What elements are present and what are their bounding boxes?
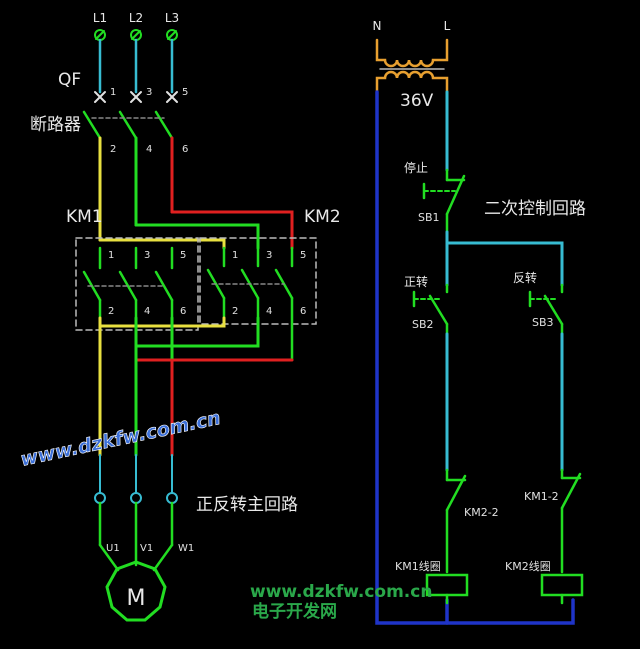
- km2-terminal-1: 1: [232, 250, 238, 261]
- watermark-url-left: www.dzkfw.com.cn: [18, 407, 222, 471]
- supply-line-label: L: [444, 19, 451, 33]
- km2-label: KM2: [304, 207, 341, 227]
- km1-coil-label: KM1线圈: [395, 559, 441, 573]
- reverse-button-sb3: [528, 283, 564, 336]
- km2-terminal-3: 3: [266, 250, 272, 261]
- sb1-id: SB1: [418, 211, 440, 224]
- km1-terminal-6: 6: [180, 306, 186, 317]
- km1-coil: [425, 573, 469, 597]
- breaker-terminal-4: 4: [146, 144, 152, 155]
- km2-terminal-6: 6: [300, 306, 306, 317]
- main-circuit: L1 L2 L3 QF 断路器 1 3 5: [30, 11, 341, 622]
- km1-terminal-5: 5: [180, 250, 186, 261]
- km1-terminal-3: 3: [144, 250, 150, 261]
- motor-terminal-v1: V1: [140, 543, 153, 554]
- control-bus-branch: [445, 241, 564, 287]
- stop-button-sb1: [422, 168, 466, 234]
- breaker-blade: [82, 110, 174, 140]
- motor-terminal-w1: W1: [178, 543, 194, 554]
- supply-neutral-label: N: [373, 19, 382, 33]
- neutral-return-wire: [375, 90, 575, 625]
- km1-contact: [82, 246, 174, 320]
- main-circuit-title: 正反转主回路: [196, 495, 298, 515]
- km1-label: KM1: [66, 207, 103, 227]
- breaker-terminal-5: 5: [182, 87, 188, 98]
- phase-label-l2: L2: [129, 11, 143, 25]
- motor-icon: [105, 560, 167, 622]
- km1-terminal-1: 1: [108, 250, 114, 261]
- phase-label-l1: L1: [93, 11, 107, 25]
- sb3-label: 反转: [513, 270, 537, 285]
- motor-terminal: [94, 454, 178, 504]
- km1-interlock-label: KM1-2: [524, 490, 559, 503]
- motor-symbol: M: [127, 586, 146, 611]
- sb3-id: SB3: [532, 316, 554, 329]
- control-circuit-title: 二次控制回路: [484, 199, 586, 219]
- breaker-terminal-1: 1: [110, 87, 116, 98]
- supply-wire: [98, 38, 174, 94]
- km2-interlock-label: KM2-2: [464, 506, 499, 519]
- km2-coil-label: KM2线圈: [505, 559, 551, 573]
- breaker-terminal-2: 2: [110, 144, 116, 155]
- transformer-icon: [375, 38, 449, 94]
- watermark-cn: 电子开发网: [252, 601, 337, 622]
- km1-terminal-4: 4: [144, 306, 150, 317]
- watermark-url-bottom: www.dzkfw.com.cn: [250, 582, 432, 602]
- breaker-tag: QF: [58, 70, 81, 90]
- km2-terminal-2: 2: [232, 306, 238, 317]
- supply-terminal: [94, 29, 178, 41]
- km2-terminal-5: 5: [300, 250, 306, 261]
- km2-contact: [206, 246, 294, 362]
- breaker-label: 断路器: [30, 115, 81, 135]
- km2-feed-v: [134, 223, 260, 250]
- breaker-contact: [94, 91, 178, 103]
- breaker-terminal-6: 6: [182, 144, 188, 155]
- km2-feed-u: [98, 238, 226, 250]
- voltage-label: 36V: [400, 91, 434, 111]
- motor-terminal-u1: U1: [106, 543, 120, 554]
- km1-terminal-2: 2: [108, 306, 114, 317]
- km2-terminal-4: 4: [266, 306, 272, 317]
- breaker-terminal-3: 3: [146, 87, 152, 98]
- sb2-label: 正转: [404, 274, 428, 289]
- phase-label-l3: L3: [165, 11, 179, 25]
- km2-interlock-contact: [445, 468, 467, 574]
- km2-coil: [540, 573, 584, 597]
- km1-interlock-contact: [560, 468, 582, 574]
- sb2-id: SB2: [412, 318, 434, 331]
- sb1-label: 停止: [404, 160, 428, 175]
- motor-wire: [98, 501, 174, 572]
- km2-out-v: [134, 316, 260, 348]
- control-circuit: N L 36V 停止 SB1 二次控制回路 正转: [373, 19, 586, 625]
- km2-out-u: [98, 316, 226, 328]
- km2-feed-w: [170, 210, 294, 250]
- forward-button-sb2: [412, 283, 449, 336]
